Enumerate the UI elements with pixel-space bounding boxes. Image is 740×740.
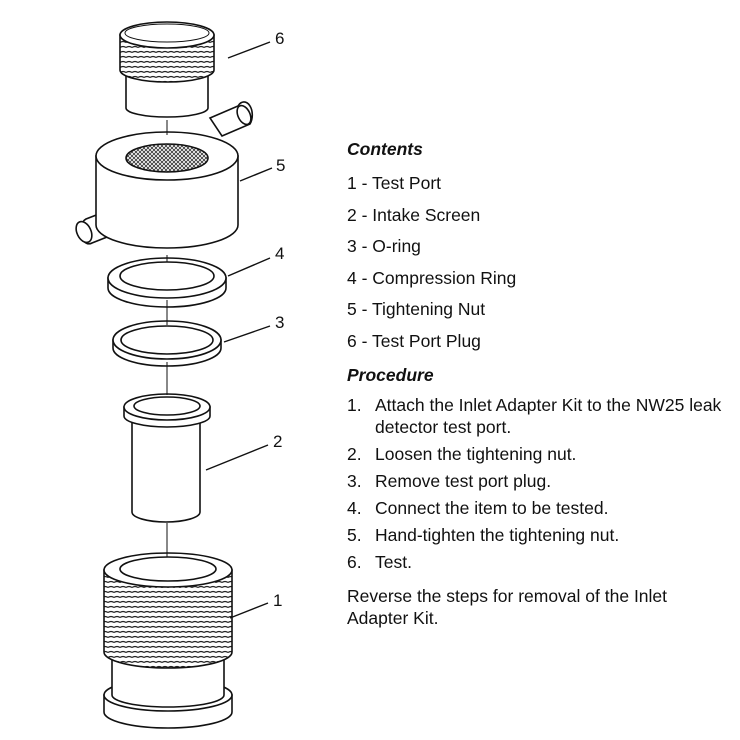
step-text: Attach the Inlet Adapter Kit to the NW25… [375, 394, 722, 437]
step-number: 2. [347, 443, 362, 464]
procedure-steps: 1. Attach the Inlet Adapter Kit to the N… [347, 394, 727, 573]
step-number: 6. [347, 551, 362, 572]
callout-1: 1 [273, 591, 282, 610]
removal-note: Reverse the steps for removal of the Inl… [347, 585, 668, 628]
contents-item: 2 - Intake Screen [347, 204, 481, 225]
step-text: Connect the item to be tested. [375, 497, 609, 518]
o-ring [112, 320, 222, 367]
procedure-step: 5. Hand-tighten the tightening nut. [347, 524, 727, 546]
step-number: 4. [347, 497, 362, 518]
procedure-step: 6. Test. [347, 551, 727, 573]
procedure-step: 1. Attach the Inlet Adapter Kit to the N… [347, 394, 727, 438]
intake-screen [123, 393, 211, 523]
exploded-assembly-diagram: 6 5 4 3 2 1 [75, 21, 285, 729]
procedure-step: 4. Connect the item to be tested. [347, 497, 727, 519]
step-text: Remove test port plug. [375, 470, 552, 491]
compression-ring [107, 257, 227, 308]
test-port-plug [119, 21, 215, 118]
contents-item: 5 - Tightening Nut [347, 299, 486, 320]
callout-4: 4 [275, 244, 284, 263]
step-text: Test. [375, 551, 412, 572]
step-number: 5. [347, 524, 362, 545]
contents-list: 1 - Test Port 2 - Intake Screen 3 - O-ri… [347, 168, 727, 358]
contents-item: 3 - O-ring [347, 236, 421, 257]
instructions-panel: Contents 1 - Test Port 2 - Intake Screen… [347, 138, 727, 629]
procedure-step: 3. Remove test port plug. [347, 470, 727, 492]
contents-item: 4 - Compression Ring [347, 267, 517, 288]
step-number: 1. [347, 394, 362, 415]
callout-5: 5 [276, 156, 285, 175]
callout-6: 6 [275, 29, 284, 48]
callout-3: 3 [275, 313, 284, 332]
tightening-nut [75, 101, 254, 249]
step-text: Loosen the tightening nut. [375, 443, 577, 464]
test-port [103, 552, 233, 729]
contents-heading: Contents [347, 139, 423, 159]
step-text: Hand-tighten the tightening nut. [375, 524, 620, 545]
contents-item: 1 - Test Port [347, 173, 442, 193]
callout-2: 2 [273, 432, 282, 451]
procedure-heading: Procedure [347, 364, 434, 385]
contents-item: 6 - Test Port Plug [347, 330, 481, 351]
step-number: 3. [347, 470, 362, 491]
procedure-step: 2. Loosen the tightening nut. [347, 443, 727, 465]
